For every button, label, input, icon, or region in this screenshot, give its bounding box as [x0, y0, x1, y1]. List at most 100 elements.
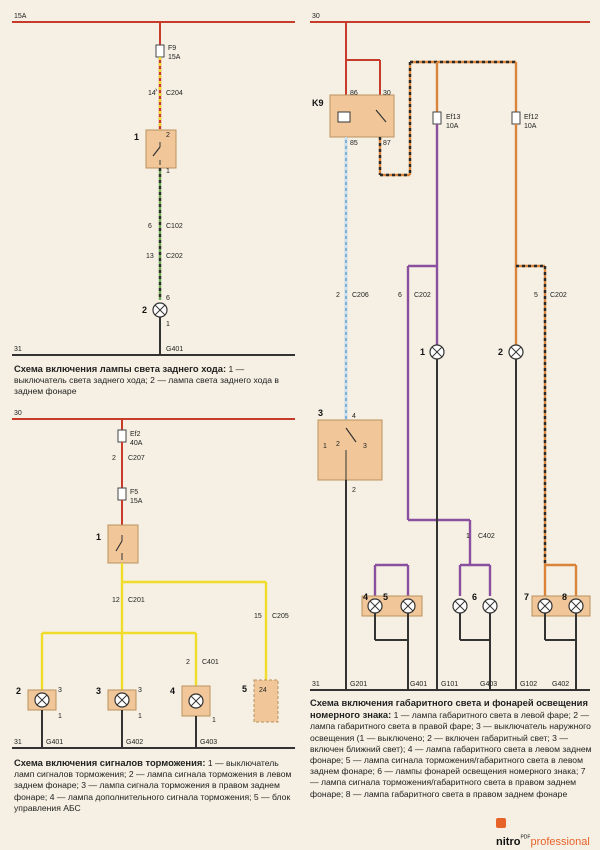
g201: G201: [350, 681, 367, 688]
conn-c204-label: C204: [166, 90, 183, 97]
fuse-ef12: [511, 111, 521, 125]
pin-14-label: 14: [148, 90, 156, 97]
fuse-f9-name: F9: [168, 45, 176, 52]
label-3: 3: [96, 686, 101, 696]
nitro-watermark: nitroPDFprofessional: [496, 814, 600, 850]
lamp-pin-1: 1: [166, 321, 170, 328]
plate-lamp-right: [482, 598, 498, 614]
lamp-2-label: 2: [142, 305, 147, 315]
rear-left-parking-lamp: [367, 598, 383, 614]
nitro-logo-icon: [496, 817, 506, 828]
g401-b: G401: [46, 739, 63, 746]
pin-13-label: 13: [146, 253, 154, 260]
conn-c202-label: C202: [166, 253, 183, 260]
sw-pin-1b: 1: [323, 443, 327, 450]
sw-pin-4: 4: [352, 413, 356, 420]
caption-reverse-body: 1 — выключатель света заднего хода; 2 — …: [14, 364, 279, 397]
caption-reverse-lamp: Схема включения лампы света заднего хода…: [14, 363, 298, 398]
lamp-2-label-b: 2: [498, 347, 503, 357]
svg-text:›: ›: [155, 87, 158, 94]
pin-6-c202: 6: [398, 292, 402, 299]
pin-c401: 2: [186, 659, 190, 666]
caption-brake-body: 1 — выключатель ламп сигналов торможения…: [14, 758, 292, 813]
pin-3b: 3: [138, 687, 142, 694]
pin-2-c207: 2: [112, 455, 116, 462]
pin-5-c202: 5: [534, 292, 538, 299]
fuse-ef2: [117, 429, 127, 443]
lamp-4-label: 4: [363, 592, 368, 602]
bus-30-label: 30: [14, 410, 22, 417]
rear-right-parking-lamp: [568, 598, 584, 614]
relay-pin-86: 86: [350, 90, 358, 97]
sw-pin-2: 2: [166, 132, 170, 139]
rear-right-stop-parking-lamp: [537, 598, 553, 614]
reverse-light-switch: [145, 129, 177, 169]
pin-6-label: 6: [148, 223, 152, 230]
reverse-lamp: [152, 302, 168, 318]
pin-3a: 3: [58, 687, 62, 694]
lamp-pin-6: 6: [166, 295, 170, 302]
sw-pin-1: 1: [166, 168, 170, 175]
f5-name: F5: [130, 489, 138, 496]
extra-brake-lamp: [188, 693, 204, 709]
light-switch: [317, 419, 383, 481]
front-left-parking-lamp: [429, 344, 445, 360]
plate-lamp-left: [452, 598, 468, 614]
ef13-rating: 10A: [446, 123, 459, 130]
abs-control-unit: [253, 679, 279, 723]
lamp-7-label: 7: [524, 592, 529, 602]
label-2: 2: [16, 686, 21, 696]
fuse-f9: [155, 44, 165, 58]
pin-1b: 1: [138, 713, 142, 720]
fuse-ef13: [432, 111, 442, 125]
ef12-rating: 10A: [524, 123, 537, 130]
rear-left-stop-parking-lamp: [400, 598, 416, 614]
ef12-name: Ef12: [524, 114, 539, 121]
nitro-pdf: PDF: [520, 834, 531, 841]
ef2-rating: 40A: [130, 440, 143, 447]
bus-15a-label: 15A: [14, 13, 27, 20]
lamp-8-label: 8: [562, 592, 567, 602]
label-5: 5: [242, 684, 247, 694]
g402-c: G402: [552, 681, 569, 688]
diagram-brake-lights: 30 Ef2 40A 2 C207 F5 15A 1 12 C201 15 C2…: [12, 410, 295, 749]
ef13-name: Ef13: [446, 114, 461, 121]
switch-1-label: 1: [134, 132, 139, 142]
label-4: 4: [170, 686, 175, 696]
brake-lamp-right: [114, 692, 130, 708]
conn-c206: C206: [352, 292, 369, 299]
caption-parking-lights: Схема включения габаритного света и фона…: [310, 697, 592, 800]
g401-c: G401: [410, 681, 427, 688]
ground-31-label-b: 31: [14, 739, 22, 746]
lamp-1-label: 1: [420, 347, 425, 357]
pin-24: 24: [259, 687, 267, 694]
pin-c402: 1: [466, 533, 470, 540]
ground-bus-label: 31: [14, 346, 22, 353]
sw-bottom-pin: 2: [352, 487, 356, 494]
conn-c202b: C202: [550, 292, 567, 299]
sw-pin-2b: 2: [336, 441, 340, 448]
bus-30-right-label: 30: [312, 13, 320, 20]
g101: G101: [441, 681, 458, 688]
relay-pin-87: 87: [383, 140, 391, 147]
diagram-reverse-lamp: 15A F9 15A 14 C204 › 1 2 1 6 C102 13 C20…: [12, 13, 295, 356]
pin-2-c206: 2: [336, 292, 340, 299]
fuse-f9-rating: 15A: [168, 54, 181, 61]
conn-c102-label: C102: [166, 223, 183, 230]
g402-b: G402: [126, 739, 143, 746]
g403-c: G403: [480, 681, 497, 688]
brake-lamp-left: [34, 692, 50, 708]
ground-31-label-c: 31: [312, 681, 320, 688]
diagram-parking-lights: 30 K9 86 30 8 5 87 Ef13 10A Ef12 10A: [310, 13, 591, 691]
conn-c402: C402: [478, 533, 495, 540]
conn-c201: C201: [128, 597, 145, 604]
lamp-6-label: 6: [472, 592, 477, 602]
conn-c401: C401: [202, 659, 219, 666]
fuse-f5: [117, 487, 127, 501]
ef2-name: Ef2: [130, 431, 141, 438]
relay-k9-label: K9: [312, 98, 324, 108]
relay-pin-30: 30: [383, 90, 391, 97]
brake-switch-label: 1: [96, 532, 101, 542]
